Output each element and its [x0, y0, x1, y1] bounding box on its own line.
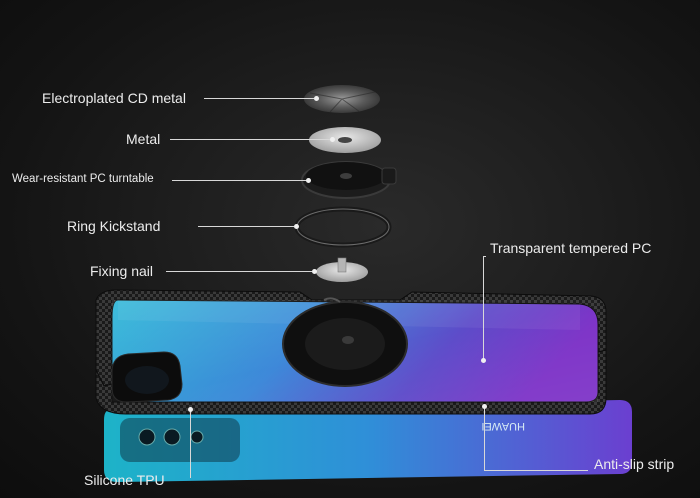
- label-anti-slip-strip: Anti-slip strip: [594, 456, 675, 472]
- leader-dot-transparent-pc: [481, 358, 486, 363]
- leader-line-metal: [170, 139, 330, 140]
- label-fixing-nail: Fixing nail: [90, 263, 154, 279]
- part-cd-metal: [304, 85, 380, 113]
- label-wear-resistant-turntable: Wear-resistant PC turntable: [12, 173, 154, 185]
- leader-dot-ring: [294, 224, 299, 229]
- part-turntable: [301, 161, 397, 199]
- leader-line-transparent-pc-v: [483, 256, 484, 360]
- phone-back: HUAWEI: [104, 400, 632, 482]
- leader-dot-turntable: [306, 178, 311, 183]
- leader-line-cd-metal: [204, 98, 314, 99]
- label-metal: Metal: [126, 131, 161, 147]
- leader-line-fixing-nail: [166, 271, 312, 272]
- leader-line-turntable: [172, 180, 308, 181]
- leader-line-ring: [198, 226, 294, 227]
- leader-dot-fixing-nail: [312, 269, 317, 274]
- label-electroplated-cd-metal: Electroplated CD metal: [42, 90, 186, 106]
- phone-brand-text: HUAWEI: [481, 420, 525, 432]
- leader-line-antislip-v: [484, 406, 485, 470]
- leader-dot-cd-metal: [314, 96, 319, 101]
- leader-dot-metal: [330, 137, 335, 142]
- label-transparent-tempered-pc: Transparent tempered PC: [490, 240, 652, 256]
- leader-line-antislip-h: [484, 470, 588, 471]
- leader-line-silicone-v: [190, 410, 191, 478]
- part-fixing-nail: [316, 257, 368, 282]
- part-metal: [309, 127, 381, 153]
- label-silicone-tpu: Silicone TPU: [84, 472, 165, 488]
- assembled-ring: [282, 297, 408, 387]
- leader-line-transparent-pc-h: [484, 256, 486, 257]
- part-ring: [294, 206, 392, 248]
- label-ring-kickstand: Ring Kickstand: [67, 218, 161, 234]
- leader-dot-silicone: [188, 407, 193, 412]
- leader-dot-antislip: [482, 404, 487, 409]
- camera-cutout: [111, 351, 183, 403]
